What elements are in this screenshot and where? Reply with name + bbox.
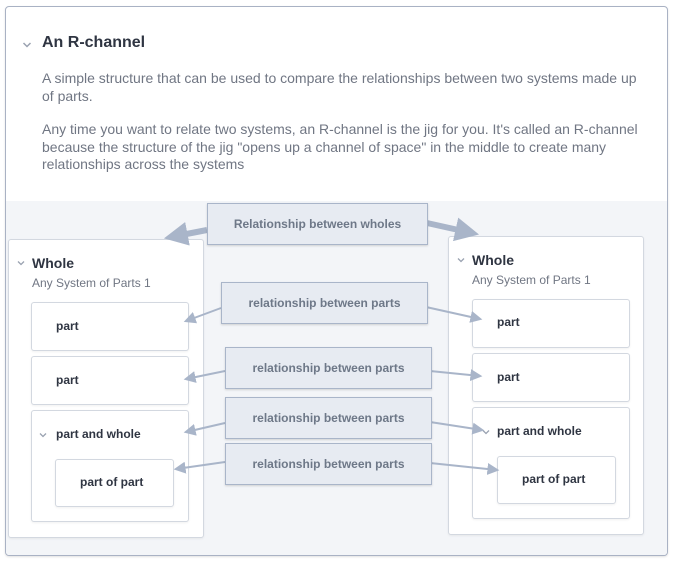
parts-1-arrow-left (183, 307, 222, 324)
card-description: A simple structure that can be used to c… (42, 70, 637, 104)
left-whole-subtitle: Any System of Parts 1 (32, 276, 151, 290)
wholes-arrow-right (426, 217, 480, 242)
right-part-1-label: part (497, 315, 520, 329)
parts-3-arrow-left (183, 422, 226, 436)
right-part-2-label: part (497, 370, 520, 384)
parts-3-arrow-right (429, 421, 485, 435)
left-whole-system[interactable]: Whole Any System of Parts 1 part part pa… (8, 239, 204, 538)
left-part-and-whole-label: part and whole (56, 427, 141, 441)
right-whole-chevron-icon[interactable] (456, 255, 466, 265)
left-whole-chevron-icon[interactable] (16, 258, 26, 268)
diagram-canvas: Whole Any System of Parts 1 part part pa… (6, 201, 667, 555)
left-part-1-label: part (56, 319, 79, 333)
left-part-and-whole-chevron-icon[interactable] (38, 430, 48, 440)
card-description-detail: Any time you want to relate two systems,… (42, 121, 638, 172)
r-channel-card: An R-channel A simple structure that can… (5, 6, 668, 556)
left-part-2[interactable]: part (31, 356, 189, 405)
parts-2-arrow-left (183, 370, 226, 383)
parts-4-arrow-left (173, 461, 226, 474)
right-sub-part-label: part of part (522, 472, 586, 486)
left-sub-part-label: part of part (80, 475, 144, 489)
right-whole-system[interactable]: Whole Any System of Parts 1 part part pa… (448, 236, 644, 535)
left-part-and-whole[interactable]: part and whole part of part (31, 410, 189, 522)
right-part-1[interactable]: part (472, 299, 630, 348)
right-whole-subtitle: Any System of Parts 1 (472, 273, 591, 287)
left-part-1[interactable]: part (31, 302, 189, 351)
relationship-wholes[interactable]: Relationship between wholes (207, 203, 428, 245)
relationship-arrows (163, 217, 500, 475)
relationship-parts-2[interactable]: relationship between parts (225, 347, 432, 389)
right-whole-title: Whole (472, 252, 514, 268)
left-whole-title: Whole (32, 255, 74, 271)
collapse-chevron-icon[interactable] (21, 39, 33, 51)
left-sub-part[interactable]: part of part (55, 459, 174, 507)
right-part-and-whole[interactable]: part and whole part of part (472, 407, 630, 519)
relationship-parts-1[interactable]: relationship between parts (221, 282, 428, 324)
relationship-parts-3[interactable]: relationship between parts (225, 397, 432, 439)
left-part-2-label: part (56, 373, 79, 387)
parts-1-arrow-right (425, 306, 483, 323)
parts-4-arrow-right (429, 462, 500, 475)
parts-2-arrow-right (429, 369, 483, 382)
right-part-and-whole-label: part and whole (497, 424, 582, 438)
right-part-2[interactable]: part (472, 353, 630, 402)
right-sub-part[interactable]: part of part (497, 456, 616, 504)
relationship-parts-4[interactable]: relationship between parts (225, 443, 432, 485)
wholes-arrow-left (163, 222, 208, 246)
card-title: An R-channel (42, 34, 146, 51)
